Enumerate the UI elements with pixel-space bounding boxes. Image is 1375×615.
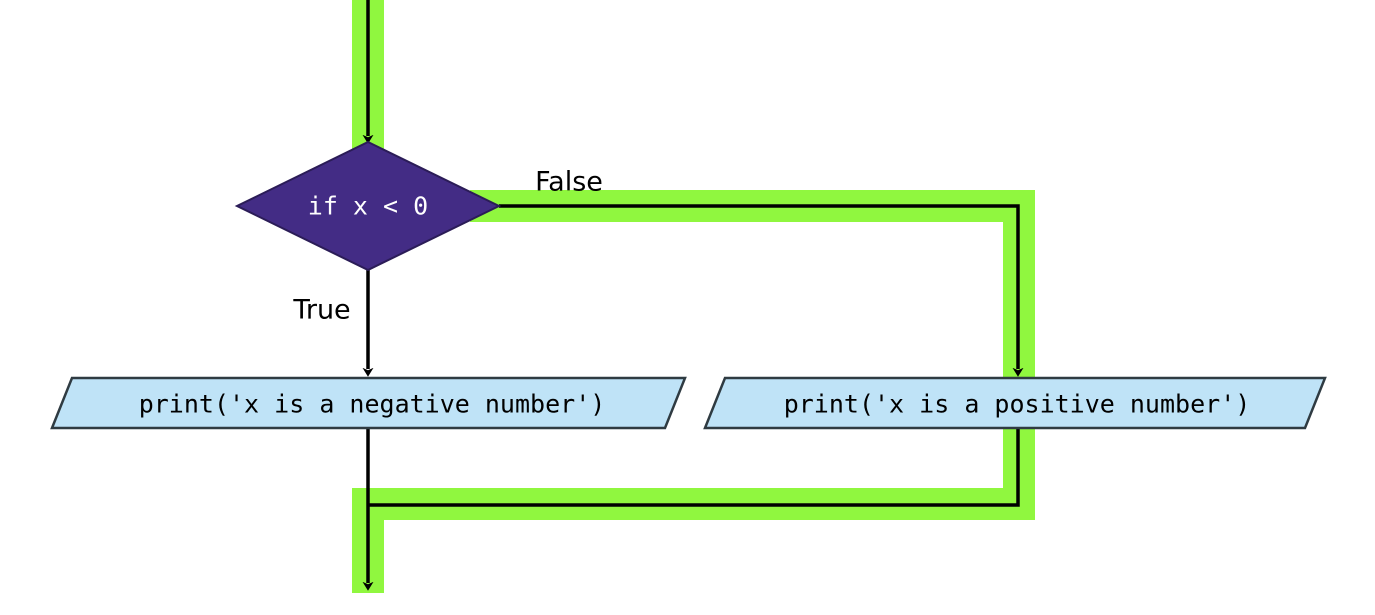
print-negative-label: print('x is a negative number') (139, 390, 606, 419)
node-print-negative[interactable]: print('x is a negative number') (50, 376, 687, 430)
node-decision[interactable]: if x < 0 (234, 140, 502, 272)
edge-positive-exit (368, 428, 1020, 507)
print-positive-label: print('x is a positive number') (784, 390, 1251, 419)
edge-label-true: True (292, 295, 350, 326)
decision-diamond-shape (234, 140, 502, 272)
edge-label-false: False (535, 167, 603, 198)
decision-label: if x < 0 (308, 192, 428, 221)
node-print-positive[interactable]: print('x is a positive number') (703, 376, 1327, 430)
edge-layer (362, 0, 1024, 591)
edge-false-branch (499, 204, 1024, 377)
print-negative-shape (50, 376, 687, 430)
print-positive-shape (703, 376, 1327, 430)
